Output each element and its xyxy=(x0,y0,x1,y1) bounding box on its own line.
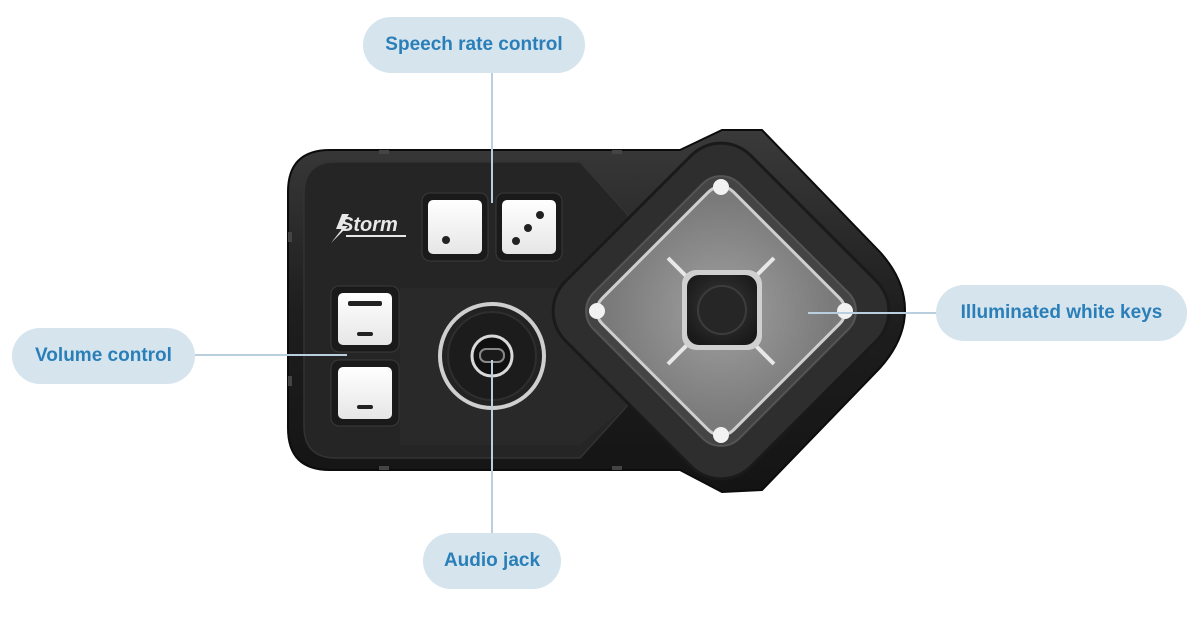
leader-line-speech-rate xyxy=(491,73,493,203)
dot-marker xyxy=(512,237,520,245)
body-notches xyxy=(288,150,622,470)
callout-speech-rate-control: Speech rate control xyxy=(363,17,585,73)
storm-logo: Storm xyxy=(331,214,406,243)
bar-marker xyxy=(357,332,373,336)
speech-rate-key-slower[interactable] xyxy=(421,192,489,262)
brand-text: Storm xyxy=(340,214,398,236)
callout-illuminated-white-keys: Illuminated white keys xyxy=(936,285,1187,341)
dpad-center-key[interactable] xyxy=(682,270,762,350)
dot-marker xyxy=(536,211,544,219)
leader-line-volume xyxy=(195,354,347,356)
speech-rate-key-faster[interactable] xyxy=(495,192,563,262)
bar-marker xyxy=(357,405,373,409)
volume-key-up[interactable] xyxy=(330,285,400,353)
audio-jack[interactable] xyxy=(438,302,546,410)
dot-marker xyxy=(442,236,450,244)
leader-line-illuminated-keys xyxy=(808,312,936,314)
volume-key-down[interactable] xyxy=(330,359,400,427)
callout-audio-jack: Audio jack xyxy=(423,533,561,589)
bar-marker xyxy=(348,301,382,306)
leader-line-audio-jack xyxy=(491,360,493,533)
callout-volume-control: Volume control xyxy=(12,328,195,384)
dot-marker xyxy=(524,224,532,232)
